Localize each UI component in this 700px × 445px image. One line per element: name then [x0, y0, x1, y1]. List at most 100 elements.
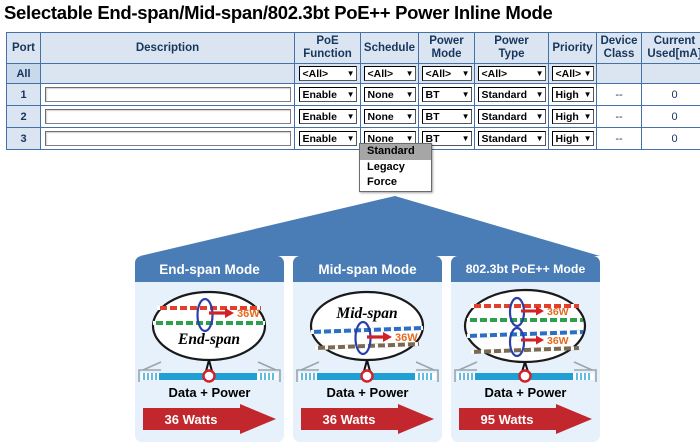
watts-label: 36 Watts: [322, 411, 376, 427]
cell-schedule: None ▼: [360, 83, 419, 106]
select-power-type[interactable]: Standard ▼: [477, 87, 546, 102]
cell-priority: High ▼: [548, 83, 597, 106]
chevron-down-icon: ▼: [535, 111, 544, 121]
poe-configuration-table: Port Description PoE Function Schedule P…: [6, 32, 700, 150]
select-schedule[interactable]: None ▼: [363, 109, 416, 124]
chevron-down-icon: ▼: [461, 68, 470, 78]
cell-port: 1: [6, 83, 41, 106]
power-type-dropdown-menu[interactable]: Standard Legacy Force: [359, 143, 432, 192]
chevron-down-icon: ▼: [346, 133, 355, 143]
input-description[interactable]: [44, 131, 291, 146]
power-arrow-36w-bottom: [521, 335, 544, 345]
pair-brown: [314, 342, 420, 350]
table-row: 1 Enable ▼: [6, 83, 700, 106]
col-header-current-used: Current Used[mA]: [641, 32, 700, 64]
select-priority-all[interactable]: <All> ▼: [551, 66, 594, 81]
pair-tag-36w: 36W: [237, 308, 260, 320]
cell-poe-function: Enable ▼: [294, 83, 361, 106]
cell-device-class-all: [596, 63, 642, 84]
select-power-type-value: Standard: [481, 110, 528, 123]
cell-power-mode: BT ▼: [418, 105, 475, 128]
table-header-row: Port Description PoE Function Schedule P…: [6, 32, 700, 64]
cell-current-used: 0: [641, 83, 700, 106]
panel-end-span-body: 36W End-span: [135, 282, 284, 442]
chevron-down-icon: ▼: [346, 111, 355, 121]
cell-poe-function-all: <All> ▼: [294, 63, 361, 84]
chevron-down-icon: ▼: [405, 68, 414, 78]
table-row: 3 Enable ▼: [6, 127, 700, 150]
select-priority[interactable]: High ▼: [551, 131, 594, 146]
select-power-mode[interactable]: BT ▼: [421, 131, 472, 146]
select-poe-function[interactable]: Enable ▼: [298, 131, 357, 146]
col-header-priority-l1: Priority: [552, 41, 593, 54]
cell-power-type-all: <All> ▼: [474, 63, 549, 84]
select-poe-function-value: Enable: [302, 132, 337, 145]
select-schedule-value: None: [367, 88, 394, 101]
chevron-down-icon: ▼: [346, 89, 355, 99]
select-poe-function[interactable]: Enable ▼: [298, 87, 357, 102]
pair-tag-36w: 36W: [395, 332, 418, 344]
data-power-label: Data + Power: [484, 385, 567, 400]
chevron-down-icon: ▼: [535, 89, 544, 99]
pair-brown: [470, 346, 580, 354]
cell-description: [40, 127, 295, 150]
watts-arrow-banner: [143, 404, 276, 434]
col-header-description-l1: Description: [135, 41, 200, 54]
select-power-type[interactable]: Standard ▼: [477, 109, 546, 124]
callout-triangle: [140, 196, 600, 256]
select-priority[interactable]: High ▼: [551, 87, 594, 102]
watts-label: 36 Watts: [164, 411, 218, 427]
select-power-type-all[interactable]: <All> ▼: [477, 66, 546, 81]
col-header-current-used-l1: Current: [653, 35, 696, 47]
panel-mid-span-header: Mid-span Mode: [293, 256, 442, 282]
panel-8023bt-header: 802.3bt PoE++ Mode: [451, 256, 600, 282]
table-row-all: All <All> ▼ <All>: [6, 63, 700, 84]
dropdown-option-legacy[interactable]: Legacy: [367, 160, 405, 173]
watts-label: 95 Watts: [480, 411, 534, 427]
select-schedule-all[interactable]: <All> ▼: [363, 66, 416, 81]
input-description[interactable]: [44, 109, 291, 124]
chevron-down-icon: ▼: [461, 133, 470, 143]
panel-8023bt-poe-plus-plus-mode: 802.3bt PoE++ Mode: [451, 256, 600, 442]
chevron-down-icon: ▼: [583, 68, 592, 78]
select-priority[interactable]: High ▼: [551, 109, 594, 124]
dropdown-option-force[interactable]: Force: [367, 176, 397, 188]
cell-power-mode-all: <All> ▼: [418, 63, 475, 84]
cell-port: 3: [6, 127, 41, 150]
select-power-type[interactable]: Standard ▼: [477, 131, 546, 146]
select-power-mode[interactable]: BT ▼: [421, 87, 472, 102]
panel-end-span-header: End-span Mode: [135, 256, 284, 282]
select-power-mode-all[interactable]: <All> ▼: [421, 66, 472, 81]
col-header-port-l1: Port: [12, 41, 35, 54]
select-power-mode-all-value: <All>: [425, 67, 452, 80]
chevron-down-icon: ▼: [346, 68, 355, 78]
input-description[interactable]: [44, 87, 291, 102]
select-power-mode[interactable]: BT ▼: [421, 109, 472, 124]
injection-point-icon: [360, 369, 374, 383]
cell-description: [40, 105, 295, 128]
select-poe-function-value: Enable: [302, 88, 337, 101]
injection-point-icon: [518, 369, 532, 383]
cell-description: [40, 83, 295, 106]
col-header-power-mode-l1: Power: [429, 35, 464, 47]
cell-power-type: Standard ▼: [474, 105, 549, 128]
end-span-diagram: 36W End-span: [138, 290, 281, 383]
dropdown-option-standard[interactable]: Standard: [360, 144, 431, 160]
power-arrow-36w: [209, 308, 234, 318]
cell-priority: High ▼: [548, 105, 597, 128]
page-title: Selectable End-span/Mid-span/802.3bt PoE…: [4, 2, 553, 23]
col-header-device-class: Device Class: [596, 32, 642, 64]
cell-poe-function: Enable ▼: [294, 105, 361, 128]
select-schedule[interactable]: None ▼: [363, 131, 416, 146]
panel-mid-span-body: Mid-span 36W: [293, 282, 442, 442]
col-header-power-mode-l2: Mode: [431, 48, 462, 60]
cell-current-used: 0: [641, 127, 700, 150]
select-schedule-value: None: [367, 110, 394, 123]
chevron-down-icon: ▼: [583, 111, 592, 121]
select-schedule[interactable]: None ▼: [363, 87, 416, 102]
select-poe-function[interactable]: Enable ▼: [298, 109, 357, 124]
select-poe-function-all[interactable]: <All> ▼: [298, 66, 357, 81]
cell-description-all: [40, 63, 295, 84]
power-arrow-36w-top: [521, 306, 544, 316]
